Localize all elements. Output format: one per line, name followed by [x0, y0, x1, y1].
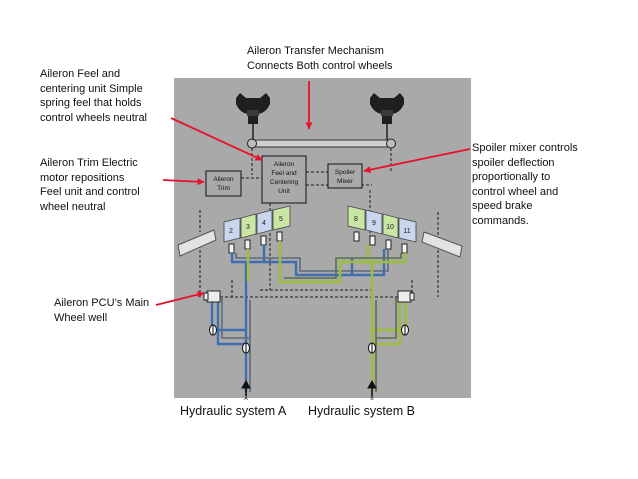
aileron-trim-box: Aileron Trim: [205, 170, 242, 197]
mixer-box-line-1: Spoiler: [335, 169, 356, 176]
callout-transfer-mechanism: Aileron Transfer Mechanism Connects Both…: [247, 45, 393, 72]
arrow-feel: [170, 117, 263, 161]
feel-box-line-2: Feel and: [271, 170, 297, 177]
feel-box-line-3: Centering: [270, 179, 299, 186]
spoiler-panel: [347, 205, 366, 231]
callout-arrows: [155, 81, 471, 306]
spoiler-actuators: [228, 231, 408, 254]
left-aileron-pcu: [203, 290, 221, 303]
input-a-label: A: [244, 396, 248, 402]
right-aileron-pcu: [397, 290, 415, 303]
spoiler-number: 8: [354, 216, 358, 223]
spoiler-panel: [365, 209, 383, 235]
spoiler-number: 4: [262, 220, 266, 227]
trim-box-line-1: Aileron: [213, 176, 234, 183]
callout-spoiler-mixer: Spoiler mixer controls spoiler deflectio…: [472, 142, 578, 227]
spoiler-panel: [240, 213, 257, 239]
spoiler-panel: [398, 217, 417, 243]
left-aileron: [177, 229, 217, 257]
feel-box-line-1: Aileron: [274, 161, 295, 168]
spoiler-number: 2: [229, 228, 233, 235]
hydraulic-system-a-label: Hydraulic system A: [180, 404, 287, 418]
hydraulic-lines-system-b-dark: [284, 253, 402, 392]
right-aileron: [421, 231, 463, 258]
hydraulic-lines-system-a-dark: [221, 249, 389, 392]
hydraulic-lines-system-b: [246, 241, 408, 392]
trim-box-line-2: Trim: [217, 185, 230, 192]
hydraulic-input-arrows: [241, 379, 377, 396]
right-control-wheel-icon: [370, 93, 404, 124]
mixer-box-line-2: Mixer: [337, 178, 354, 185]
callout-feel-centering-unit: Aileron Feel and centering unit Simple s…: [40, 68, 148, 124]
callout-aileron-pcu: Aileron PCU’s Main Wheel well: [54, 297, 150, 324]
left-spoiler-panels: 2 3 4 5: [223, 205, 291, 243]
spoiler-mixer-box: Spoiler Mixer: [327, 163, 363, 189]
spoiler-number: 3: [246, 224, 250, 231]
transfer-shaft: [247, 124, 396, 149]
spoiler-number: 5: [279, 216, 283, 223]
input-b-label: B: [370, 396, 374, 402]
spoiler-panel: [256, 209, 273, 235]
spoiler-number: 10: [386, 224, 394, 231]
aileron-feel-centering-unit: Aileron Feel and Centering Unit: [261, 155, 307, 204]
arrow-pcu: [155, 291, 205, 306]
mechanical-linkages: [199, 148, 439, 298]
spoiler-panel: [272, 205, 291, 231]
spoiler-number: 11: [403, 228, 410, 235]
right-spoiler-panels: 8 9 10 11: [347, 205, 417, 243]
arrow-spoiler: [363, 148, 471, 174]
spoiler-number: 9: [372, 220, 376, 227]
spoiler-panel: [223, 217, 241, 243]
callout-trim-motor: Aileron Trim Electric motor repositions …: [40, 157, 140, 213]
arrow-trim: [162, 178, 205, 186]
spoiler-panel: [382, 213, 399, 239]
left-control-wheel-icon: [236, 93, 270, 124]
feel-box-line-4: Unit: [278, 188, 290, 195]
hydraulic-system-b-label: Hydraulic system B: [308, 404, 415, 418]
